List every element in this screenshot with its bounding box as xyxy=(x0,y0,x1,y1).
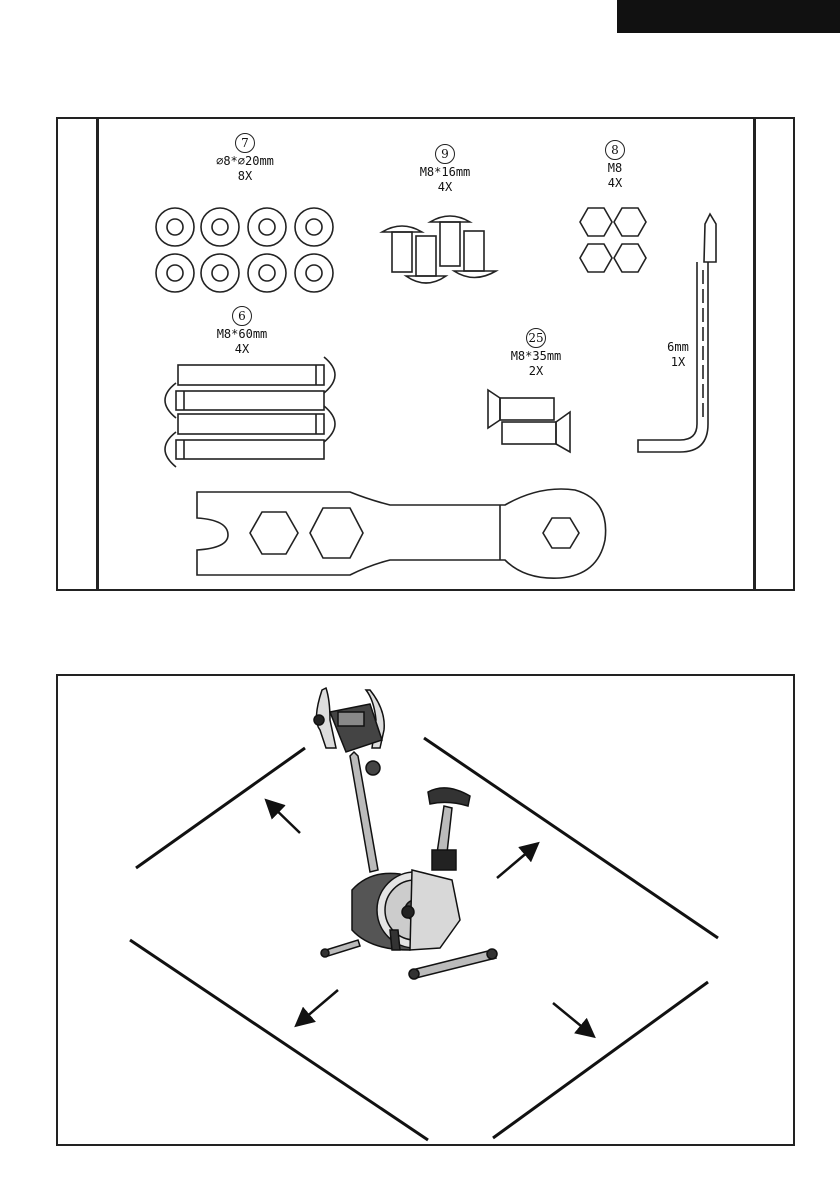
exercise-bike-icon xyxy=(314,688,497,979)
